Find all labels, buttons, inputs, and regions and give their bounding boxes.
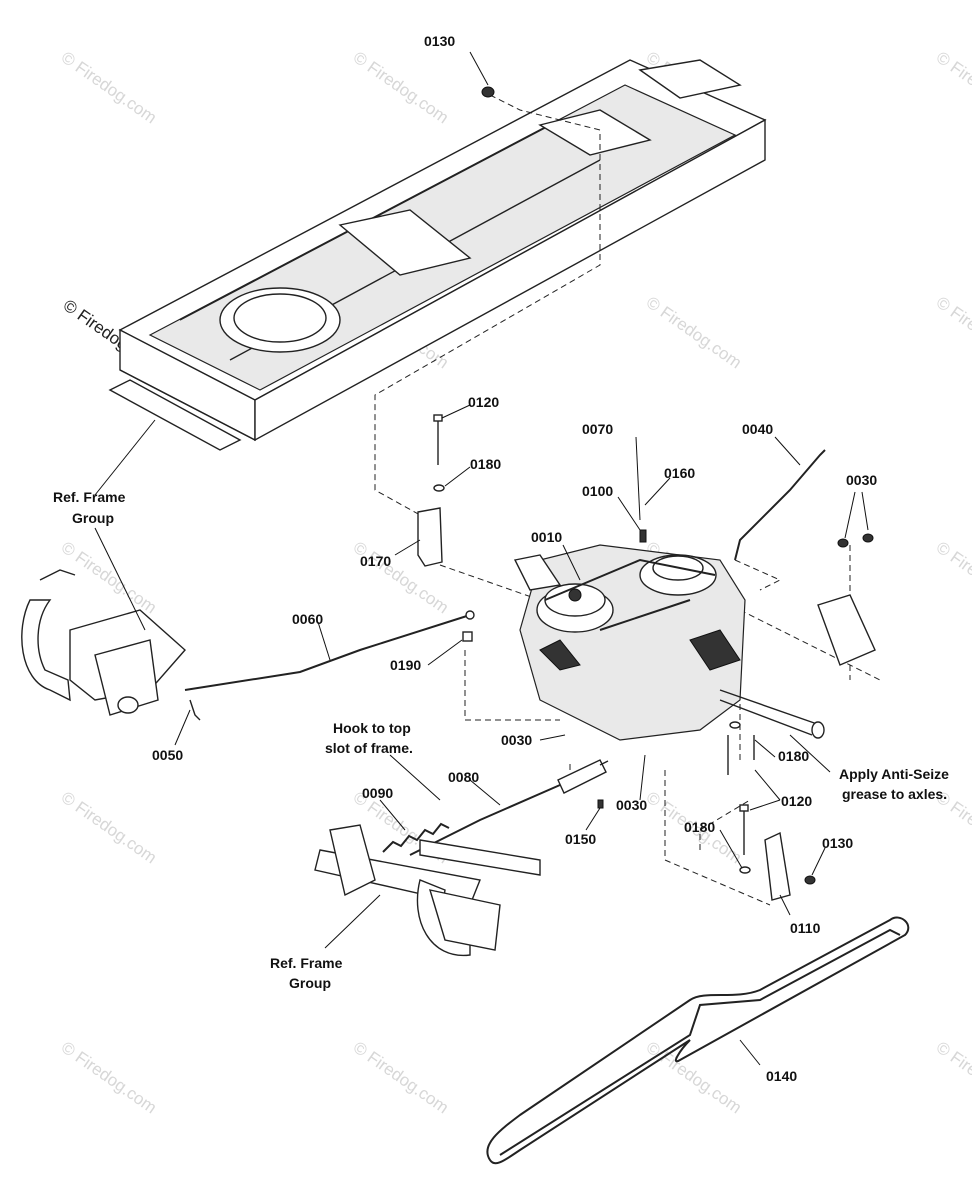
transaxle-illustration (513, 529, 825, 741)
label-0050: 0050 (152, 747, 183, 763)
label-0170: 0170 (360, 553, 391, 569)
label-0180-right: 0180 (778, 748, 809, 764)
rod-0040 (734, 449, 826, 561)
leader-lines (94, 51, 869, 1066)
label-0010: 0010 (531, 529, 562, 545)
label-0040: 0040 (742, 421, 773, 437)
label-0130-top: 0130 (424, 33, 455, 49)
label-0030-lower: 0030 (616, 797, 647, 813)
label-0140: 0140 (766, 1068, 797, 1084)
note-ref-frame-upper-1: Ref. Frame (53, 489, 126, 505)
label-0150: 0150 (565, 831, 596, 847)
label-0030-right: 0030 (846, 472, 877, 488)
watermark: © Firedog.com (350, 48, 452, 128)
label-0090: 0090 (362, 785, 393, 801)
note-ref-frame-lower-1: Ref. Frame (270, 955, 343, 971)
label-0080: 0080 (448, 769, 479, 785)
watermark: © Firedog.com (58, 788, 160, 868)
label-0190: 0190 (390, 657, 421, 673)
watermark: © Firedog.com (933, 293, 972, 373)
frame-illustration (108, 59, 767, 451)
spring-0090 (382, 822, 450, 853)
note-hook-1: Hook to top (333, 720, 411, 736)
label-0060: 0060 (292, 611, 323, 627)
note-hook-2: slot of frame. (325, 740, 413, 756)
watermark: © Firedog.com (58, 1038, 160, 1118)
bracket-0110 (727, 721, 816, 901)
note-anti-seize-2: grease to axles. (842, 786, 947, 802)
label-0160: 0160 (664, 465, 695, 481)
rod-end (465, 610, 475, 620)
right-bracket (817, 533, 876, 666)
nut-0190 (462, 631, 473, 642)
watermark: © Firedog.com (933, 48, 972, 128)
label-0110: 0110 (790, 920, 821, 936)
watermark: © Firedog.com (643, 293, 745, 373)
note-anti-seize-1: Apply Anti-Seize (839, 766, 949, 782)
watermark: © Firedog.com (643, 1038, 745, 1118)
watermark: © Firedog.com (933, 538, 972, 618)
bracket-0170 (417, 414, 445, 567)
label-0120-lower: 0120 (781, 793, 812, 809)
left-lever-illustration (21, 569, 201, 721)
lower-frame-illustration (314, 824, 541, 957)
label-0100: 0100 (582, 483, 613, 499)
label-0070: 0070 (582, 421, 613, 437)
label-0130-lower: 0130 (822, 835, 853, 851)
label-0030-mid: 0030 (501, 732, 532, 748)
label-0180-lower: 0180 (684, 819, 715, 835)
bolt-0130-top (481, 86, 495, 98)
label-0120-upper: 0120 (468, 394, 499, 410)
part-labels: 0130 0120 0180 0070 0040 0100 0160 0030 … (152, 33, 877, 1084)
watermark: © Firedog.com (58, 48, 160, 128)
rod-0060 (184, 614, 471, 691)
note-ref-frame-upper-2: Group (72, 510, 114, 526)
label-0180-upper: 0180 (470, 456, 501, 472)
note-ref-frame-lower-2: Group (289, 975, 331, 991)
belt-0140 (486, 916, 910, 1165)
notes: Ref. Frame Group Hook to top slot of fra… (53, 489, 949, 991)
watermark: © Firedog.com (350, 1038, 452, 1118)
watermark: © Firedog.com (58, 538, 160, 618)
watermark: © Firedog.com (933, 1038, 972, 1118)
